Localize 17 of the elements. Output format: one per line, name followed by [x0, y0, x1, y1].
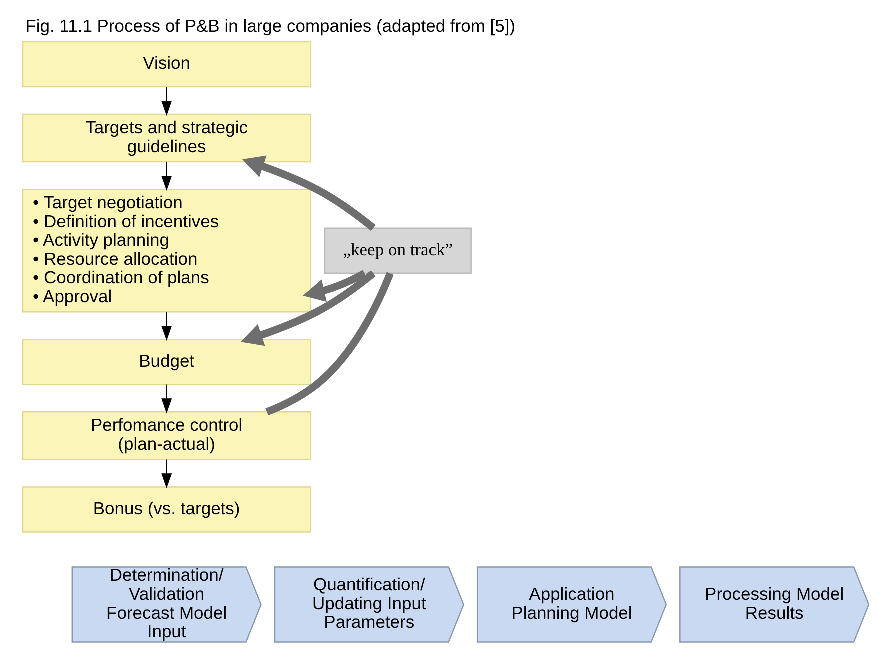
node-box: Bonus (vs. targets) [22, 486, 311, 533]
connector [265, 272, 394, 416]
node-box: Perfomance control (plan-actual) [22, 412, 311, 460]
arrow [161, 312, 172, 342]
arrow [240, 270, 376, 346]
arrow [161, 460, 172, 489]
arrow [161, 162, 172, 192]
node-box: „keep on track” [324, 228, 472, 274]
node-box: Budget [22, 339, 311, 386]
arrow [302, 270, 366, 302]
node-box: • Target negotiation • Definition of incentives • Activity planning • Resource allocation • Coordination of plans • Approval [22, 188, 311, 313]
arrow [161, 384, 172, 414]
caption: Fig. 11.1 Process of P&B in large companies (adapted from [5]) [25, 16, 516, 36]
node-box: Targets and strategic guidelines [22, 114, 311, 163]
arrow [161, 87, 172, 116]
arrow [242, 156, 376, 232]
node-box: Vision [22, 41, 311, 88]
